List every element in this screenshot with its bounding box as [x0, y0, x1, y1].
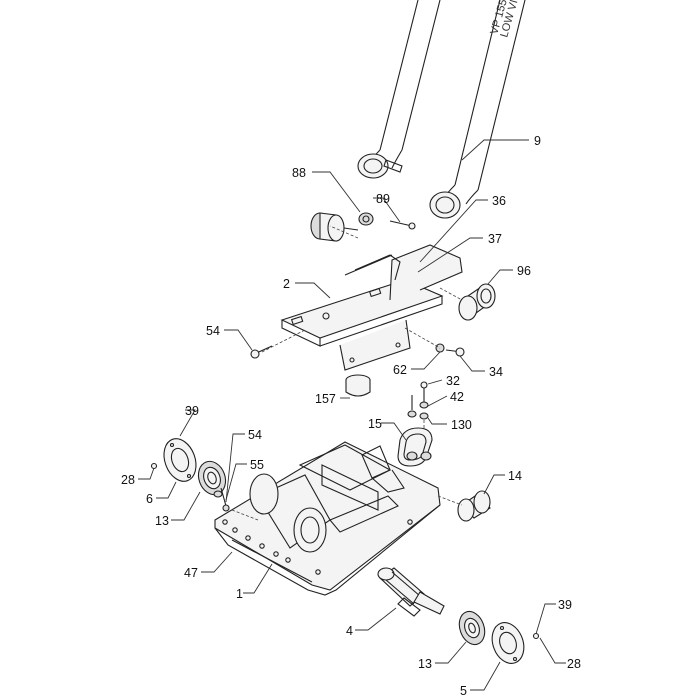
callout-89: 89: [376, 192, 390, 206]
callout-28-left: 28: [121, 473, 135, 487]
upper-frame: [261, 225, 463, 371]
callout-157: 157: [315, 392, 336, 406]
callout-13-right: 13: [418, 657, 432, 671]
callout-15: 15: [368, 417, 382, 431]
callout-130: 130: [451, 418, 472, 432]
callout-5: 5: [460, 684, 467, 698]
eccentric-shaft: [377, 567, 445, 617]
nut-88: [358, 212, 374, 226]
callout-54-lower: 54: [248, 428, 262, 442]
callout-34: 34: [489, 365, 503, 379]
callout-14: 14: [508, 469, 522, 483]
callout-54-upper: 54: [206, 324, 220, 338]
right-bearing-set: [458, 610, 540, 664]
callout-32: 32: [446, 374, 460, 388]
handle-bushing-right: [429, 191, 461, 219]
callout-4: 4: [346, 624, 353, 638]
callout-labels: 9 88 89 36 37 96 2 54 62 34 32 42 157 13…: [121, 134, 581, 698]
callout-39-right: 39: [558, 598, 572, 612]
rubber-buffer-14: [437, 490, 491, 522]
callout-36: 36: [492, 194, 506, 208]
callout-96: 96: [517, 264, 531, 278]
leader-lines: [138, 139, 566, 691]
callout-39-left: 39: [185, 404, 199, 418]
bolt-54-upper: [250, 345, 273, 359]
callout-47: 47: [184, 566, 198, 580]
bolt-89: [389, 220, 416, 230]
upper-hardware: [310, 212, 496, 357]
bolt-34: [435, 343, 465, 357]
callout-55: 55: [250, 458, 264, 472]
callout-2: 2: [283, 277, 290, 291]
handle-assembly: VP 1550 LOW VIB: [357, 0, 526, 219]
callout-28-right: 28: [567, 657, 581, 671]
rubber-buffer-96: [439, 283, 496, 321]
rubber-buffer-left: [310, 212, 359, 242]
callout-42: 42: [450, 390, 464, 404]
left-bearing-set: [150, 438, 259, 521]
lifting-eye-15: [397, 427, 433, 467]
handle-bushing-left: [357, 153, 389, 179]
callout-6: 6: [146, 492, 153, 506]
callout-13-left: 13: [155, 514, 169, 528]
base-plate: [214, 441, 441, 596]
rubber-foot-157: [345, 374, 371, 397]
callout-88: 88: [292, 166, 306, 180]
callout-1: 1: [236, 587, 243, 601]
callout-9: 9: [534, 134, 541, 148]
callout-62: 62: [393, 363, 407, 377]
callout-37: 37: [488, 232, 502, 246]
